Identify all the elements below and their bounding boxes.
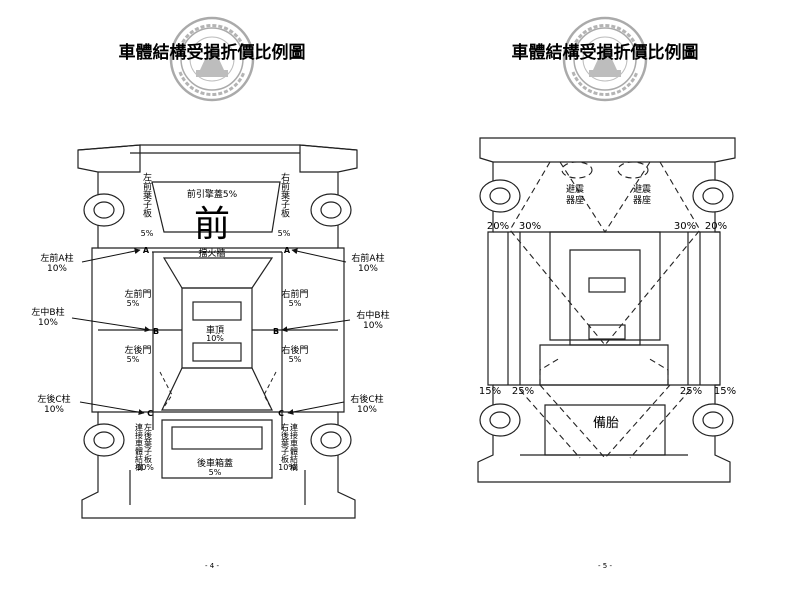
right-c-pillar-label: 右後C柱 — [350, 393, 383, 405]
shock-mount-right: 避震 器座 — [633, 183, 651, 206]
right-front-door-label: 右前門 — [281, 288, 308, 300]
left-front-fender-pct: 5% — [141, 229, 154, 238]
right-front-fender-pct: 5% — [278, 229, 291, 238]
left-rear-fender-pct: 10% — [136, 463, 154, 472]
right-a-pillar-label: 右前A柱 — [351, 252, 384, 264]
association-seal — [562, 16, 648, 102]
b-marker-left: B — [153, 327, 159, 336]
rear-pillar-lines — [159, 371, 277, 411]
a-marker-left: A — [143, 246, 150, 255]
pct-front-outer-right: 20% — [705, 221, 727, 232]
wheels — [83, 193, 352, 457]
left-front-door-label: 左前門 — [124, 288, 151, 300]
right-rear-fender-pct: 10% — [278, 463, 296, 472]
roof-pct: 10% — [206, 334, 224, 343]
right-front-fender-label: 右前葉子板 — [279, 171, 290, 218]
right-a-pillar-pct: 10% — [358, 264, 378, 274]
left-rear-door-label: 左後門 — [124, 344, 151, 356]
page-title: 車體結構受損折價比例圖 — [512, 42, 699, 63]
right-rear-door-label: 右後門 — [281, 344, 308, 356]
left-a-pillar-label: 左前A柱 — [40, 252, 73, 264]
car-body-outline — [77, 144, 358, 519]
left-c-pillar-label: 左後C柱 — [37, 393, 70, 405]
right-b-pillar-label: 右中B柱 — [356, 309, 389, 321]
right-c-pillar-pct: 10% — [357, 405, 377, 415]
shock-mount-right-line1: 避震 — [633, 183, 651, 195]
right-front-door-pct: 5% — [289, 299, 302, 308]
pct-rear-inner-left: 25% — [512, 386, 534, 397]
left-front-fender-label: 左前葉子板 — [141, 171, 152, 218]
right-page: 車體結構受損折價比例圖 — [477, 16, 736, 570]
pct-front-inner-right: 30% — [674, 221, 696, 232]
left-connect-label: 連接車體結構 — [135, 422, 144, 472]
trunk-lid-pct: 5% — [209, 468, 222, 477]
left-front-door-pct: 5% — [127, 299, 140, 308]
left-rear-fender-label: 左後葉子板 — [144, 422, 153, 464]
pct-rear-outer-left: 15% — [479, 386, 501, 397]
right-rear-door-pct: 5% — [289, 355, 302, 364]
page-title: 車體結構受損折價比例圖 — [119, 42, 306, 63]
right-connect-label: 連接車體結構 — [290, 422, 299, 472]
page-number: - 4 - — [205, 562, 219, 570]
c-marker-right: C — [278, 409, 284, 418]
pct-front-outer-left: 20% — [487, 221, 509, 232]
shock-mount-left-line2: 器座 — [566, 194, 584, 206]
pct-rear-inner-right: 25% — [680, 386, 702, 397]
left-b-pillar-label: 左中B柱 — [31, 306, 64, 318]
damage-zone-lines — [509, 161, 701, 459]
pct-rear-outer-right: 15% — [714, 386, 736, 397]
right-rear-fender-label: 右後葉子板 — [281, 422, 290, 464]
wheels — [479, 179, 734, 437]
right-b-pillar-pct: 10% — [363, 321, 383, 331]
front-engine-cover-label: 前引擎蓋5% — [187, 188, 238, 200]
shock-mount-right-line2: 器座 — [633, 194, 651, 206]
roof-label: 車頂 — [206, 324, 224, 336]
left-page: 車體結構受損折價比例圖 — [31, 16, 390, 570]
callout-arrows — [71, 248, 351, 416]
page-number: - 5 - — [598, 562, 612, 570]
firewall-label: 擋火牆 — [198, 247, 225, 259]
c-marker-left: C — [147, 409, 153, 418]
shock-mount-left-line1: 避震 — [566, 183, 584, 195]
spare-tire-label: 備胎 — [593, 415, 619, 431]
left-rear-door-pct: 5% — [127, 355, 140, 364]
left-c-pillar-pct: 10% — [44, 405, 64, 415]
b-marker-right: B — [273, 327, 279, 336]
association-seal — [169, 16, 255, 102]
left-b-pillar-pct: 10% — [38, 318, 58, 328]
front-char: 前 — [194, 204, 230, 245]
left-a-pillar-pct: 10% — [47, 264, 67, 274]
shock-mount-left: 避震 器座 — [566, 183, 584, 206]
a-marker-right: A — [284, 246, 291, 255]
pct-front-inner-left: 30% — [519, 221, 541, 232]
trunk-lid-label: 後車箱蓋 — [197, 457, 233, 469]
